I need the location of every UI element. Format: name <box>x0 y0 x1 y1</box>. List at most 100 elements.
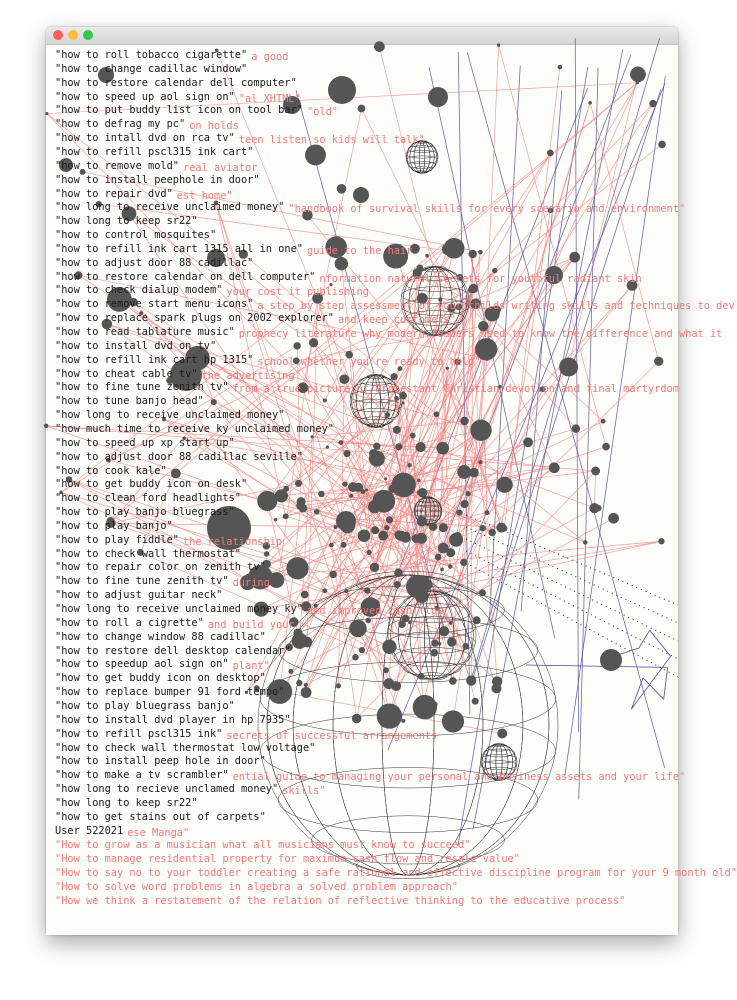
red-link <box>421 521 454 682</box>
graph-node <box>300 687 312 698</box>
graph-node-large <box>207 249 225 267</box>
graph-node-large <box>283 96 301 114</box>
graph-node <box>460 416 469 426</box>
red-link <box>470 254 474 681</box>
red-link <box>379 46 481 463</box>
query-item: "how to play bluegrass banjo" <box>55 699 235 712</box>
graph-node <box>626 280 638 291</box>
red-link <box>374 285 633 604</box>
query-item: "how to tune banjo head" <box>55 395 204 408</box>
query-item: "how to clean ford headlights" <box>55 492 241 505</box>
graph-node <box>456 509 463 516</box>
red-link <box>501 210 551 528</box>
dotted-trail <box>465 562 679 678</box>
minimize-button[interactable] <box>68 30 78 40</box>
maximize-button[interactable] <box>83 30 93 40</box>
red-link <box>396 398 422 539</box>
query-item: "how to read tablature music" <box>55 326 235 338</box>
graph-node-large <box>428 87 448 107</box>
graph-node <box>401 401 405 405</box>
graph-node <box>282 513 289 520</box>
graph-node <box>360 597 381 617</box>
close-button[interactable] <box>53 30 63 40</box>
graph-node <box>416 292 428 304</box>
graph-node <box>478 589 486 597</box>
graph-node <box>394 395 399 401</box>
red-link <box>436 414 451 567</box>
blue-link <box>488 65 521 623</box>
graph-node <box>449 621 453 625</box>
background-title-fragment: "handbook of survival skills for every s… <box>288 203 686 216</box>
red-link <box>305 530 376 693</box>
graph-node <box>496 476 513 493</box>
graph-node <box>340 541 347 548</box>
graph-node <box>339 374 350 385</box>
red-link <box>496 256 575 311</box>
graph-node <box>600 418 606 424</box>
background-title-fragment: plant" <box>232 660 270 673</box>
graph-node <box>373 442 381 450</box>
red-link <box>119 299 348 454</box>
graph-node <box>371 526 380 535</box>
graph-node <box>409 432 416 439</box>
red-link <box>594 470 596 509</box>
query-item: "how to change window 88 cadillac" <box>55 630 266 643</box>
red-link <box>184 437 419 481</box>
graph-node <box>182 436 186 441</box>
background-title-fragment: est home" <box>176 189 233 202</box>
graph-node <box>448 677 457 685</box>
graph-node <box>497 728 508 739</box>
graph-node <box>418 673 425 680</box>
graph-node <box>437 641 442 646</box>
graph-node <box>480 425 489 435</box>
graph-node <box>457 465 472 479</box>
graph-node <box>273 574 283 584</box>
graph-node <box>301 636 313 648</box>
graph-node <box>338 440 344 445</box>
graph-node <box>329 570 337 579</box>
graph-node <box>449 532 464 547</box>
graph-node <box>79 168 86 175</box>
red-link <box>358 461 481 488</box>
graph-node-large <box>207 506 251 550</box>
red-link <box>432 386 501 527</box>
red-link <box>361 527 444 651</box>
graph-node-large <box>59 158 73 172</box>
wireframe-sphere <box>407 161 437 169</box>
graph-node <box>539 386 546 393</box>
book-title: "How to say no to your toddler creating … <box>55 867 737 880</box>
graph-node <box>523 437 533 448</box>
graph-node <box>438 297 443 302</box>
red-link <box>415 326 484 539</box>
graph-node-large <box>170 359 202 391</box>
query-item: "how to cook kale" <box>55 464 167 477</box>
red-link <box>439 299 451 567</box>
graph-node <box>74 271 83 280</box>
graph-node <box>372 489 396 513</box>
blue-link <box>520 90 563 612</box>
red-link <box>261 540 662 610</box>
graph-node <box>345 350 354 359</box>
query-item: "how to get buddy icon on desk" <box>55 478 248 491</box>
blue-link <box>578 67 599 800</box>
red-link <box>384 288 474 508</box>
blue-link <box>631 656 671 710</box>
graph-node <box>352 653 359 661</box>
red-link <box>267 402 404 502</box>
graph-node <box>447 637 457 647</box>
graph-node <box>571 424 581 433</box>
graph-node <box>395 443 403 451</box>
graph-node <box>496 522 507 533</box>
blue-link <box>472 49 624 829</box>
red-link <box>60 284 332 493</box>
red-link <box>46 113 326 401</box>
graph-node <box>253 685 260 692</box>
red-link <box>368 103 654 553</box>
graph-node <box>357 529 371 543</box>
graph-node <box>253 601 269 617</box>
red-link <box>499 82 638 387</box>
graph-node <box>121 206 137 222</box>
red-link <box>133 301 398 585</box>
graph-node <box>438 523 448 533</box>
query-item: "how to repair dvd" <box>55 187 173 200</box>
